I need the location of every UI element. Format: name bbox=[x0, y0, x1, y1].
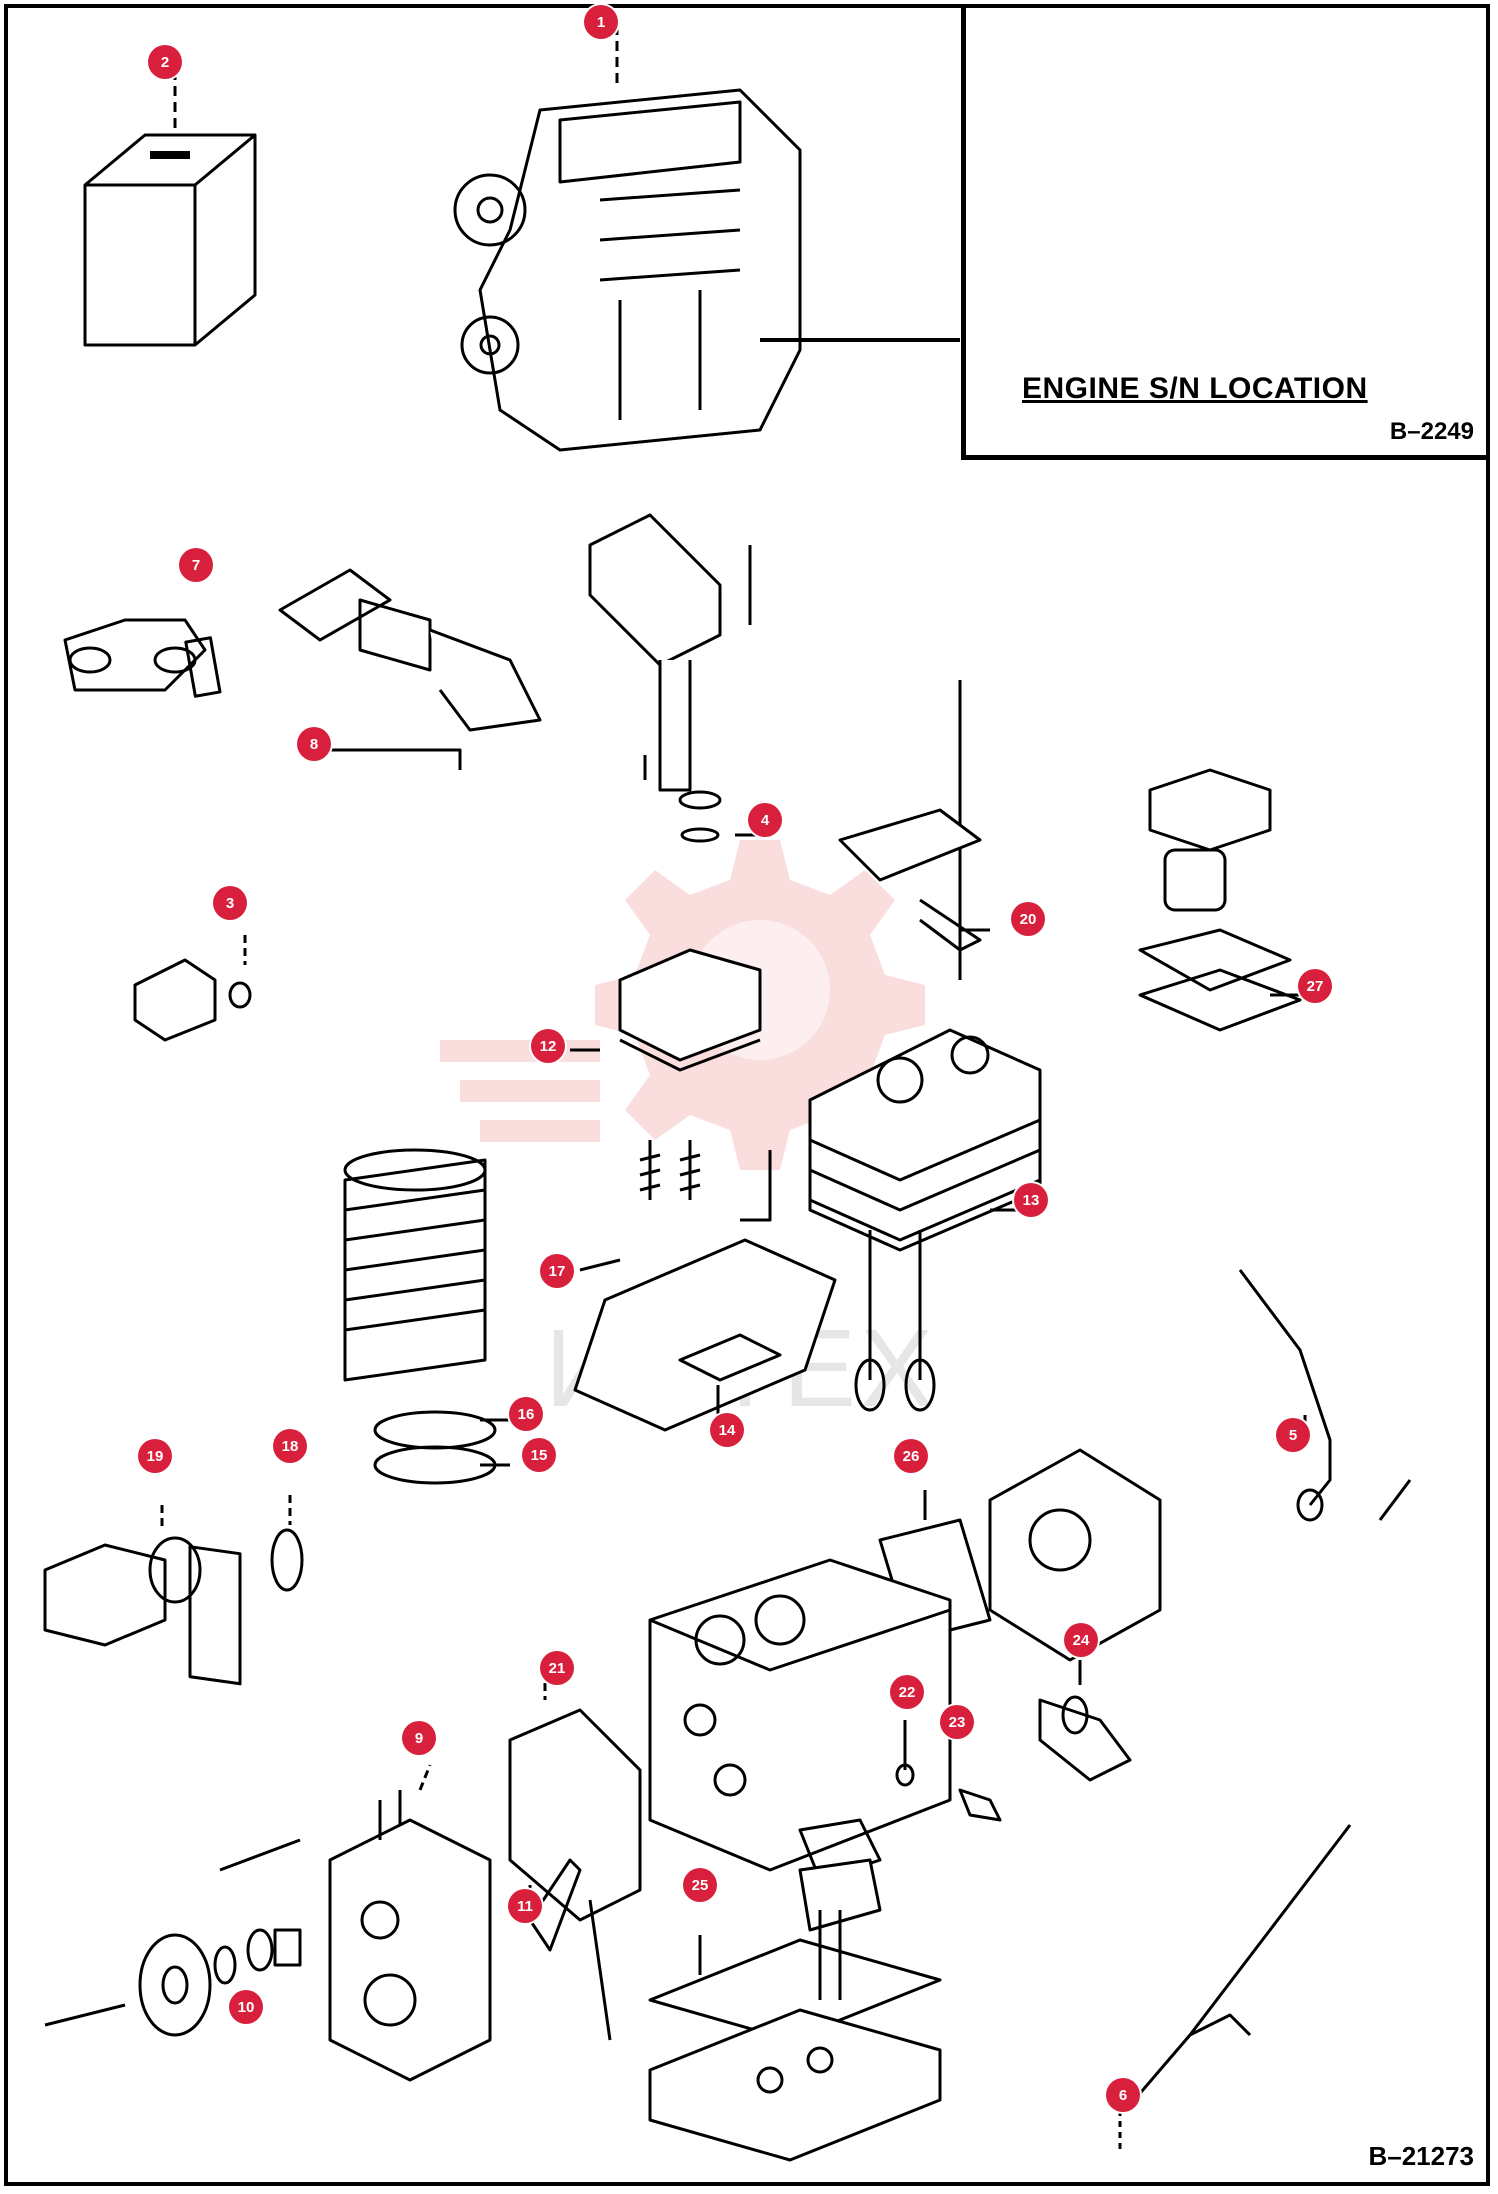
callout-1[interactable]: 1 bbox=[584, 5, 618, 39]
callout-19[interactable]: 19 bbox=[138, 1439, 172, 1473]
callout-16[interactable]: 16 bbox=[509, 1397, 543, 1431]
cylinder-barrel bbox=[343, 1148, 497, 1485]
oil-seal-plug bbox=[895, 1660, 1132, 1822]
callout-21[interactable]: 21 bbox=[540, 1651, 574, 1685]
callout-23[interactable]: 23 bbox=[940, 1705, 974, 1739]
callout-9[interactable]: 9 bbox=[402, 1721, 436, 1755]
muffler bbox=[588, 513, 752, 843]
callout-25[interactable]: 25 bbox=[683, 1868, 717, 1902]
valve-springs bbox=[639, 1140, 936, 1412]
drawing-frame bbox=[4, 4, 1490, 2186]
callout-4[interactable]: 4 bbox=[748, 803, 782, 837]
callout-6[interactable]: 6 bbox=[1106, 2078, 1140, 2112]
callout-13[interactable]: 13 bbox=[1014, 1183, 1048, 1217]
intake-pipe bbox=[278, 568, 542, 770]
rocker-bracket bbox=[573, 1238, 837, 1432]
callout-3[interactable]: 3 bbox=[213, 886, 247, 920]
callout-22[interactable]: 22 bbox=[890, 1675, 924, 1709]
callout-24[interactable]: 24 bbox=[1064, 1623, 1098, 1657]
callout-20[interactable]: 20 bbox=[1011, 902, 1045, 936]
dipstick bbox=[1118, 1824, 1352, 2150]
callout-14[interactable]: 14 bbox=[710, 1413, 744, 1447]
engine-assembly bbox=[453, 25, 960, 452]
callout-7[interactable]: 7 bbox=[179, 548, 213, 582]
oil-pan bbox=[648, 1935, 942, 2162]
front-gear-case bbox=[219, 1764, 492, 2082]
callout-10[interactable]: 10 bbox=[229, 1990, 263, 2024]
callout-18[interactable]: 18 bbox=[273, 1429, 307, 1463]
callout-2[interactable]: 2 bbox=[148, 45, 182, 79]
callout-27[interactable]: 27 bbox=[1298, 969, 1332, 1003]
fuel-pump bbox=[1138, 768, 1302, 1032]
exhaust-manifold bbox=[63, 618, 222, 698]
valve-cover bbox=[618, 948, 762, 1072]
callout-8[interactable]: 8 bbox=[297, 727, 331, 761]
callout-26[interactable]: 26 bbox=[894, 1439, 928, 1473]
callout-11[interactable]: 11 bbox=[508, 1889, 542, 1923]
callout-15[interactable]: 15 bbox=[522, 1438, 556, 1472]
callout-17[interactable]: 17 bbox=[540, 1254, 574, 1288]
inset-figure-code: B–2249 bbox=[1389, 418, 1474, 445]
serial-number-inset bbox=[961, 8, 1486, 460]
inset-title: ENGINE S/N LOCATION bbox=[1022, 372, 1368, 405]
oil-pump-small bbox=[133, 935, 252, 1042]
crankcase bbox=[648, 1558, 952, 1872]
crankshaft-pulley bbox=[44, 1928, 302, 2037]
main-bearings bbox=[798, 1818, 882, 2000]
figure-code: B–21273 bbox=[1368, 2141, 1474, 2171]
callout-5[interactable]: 5 bbox=[1276, 1418, 1310, 1452]
gear-cover bbox=[878, 1448, 1162, 1662]
service-manual-box bbox=[83, 70, 257, 347]
hydraulic-pump bbox=[43, 1495, 304, 1686]
callout-12[interactable]: 12 bbox=[531, 1029, 565, 1063]
